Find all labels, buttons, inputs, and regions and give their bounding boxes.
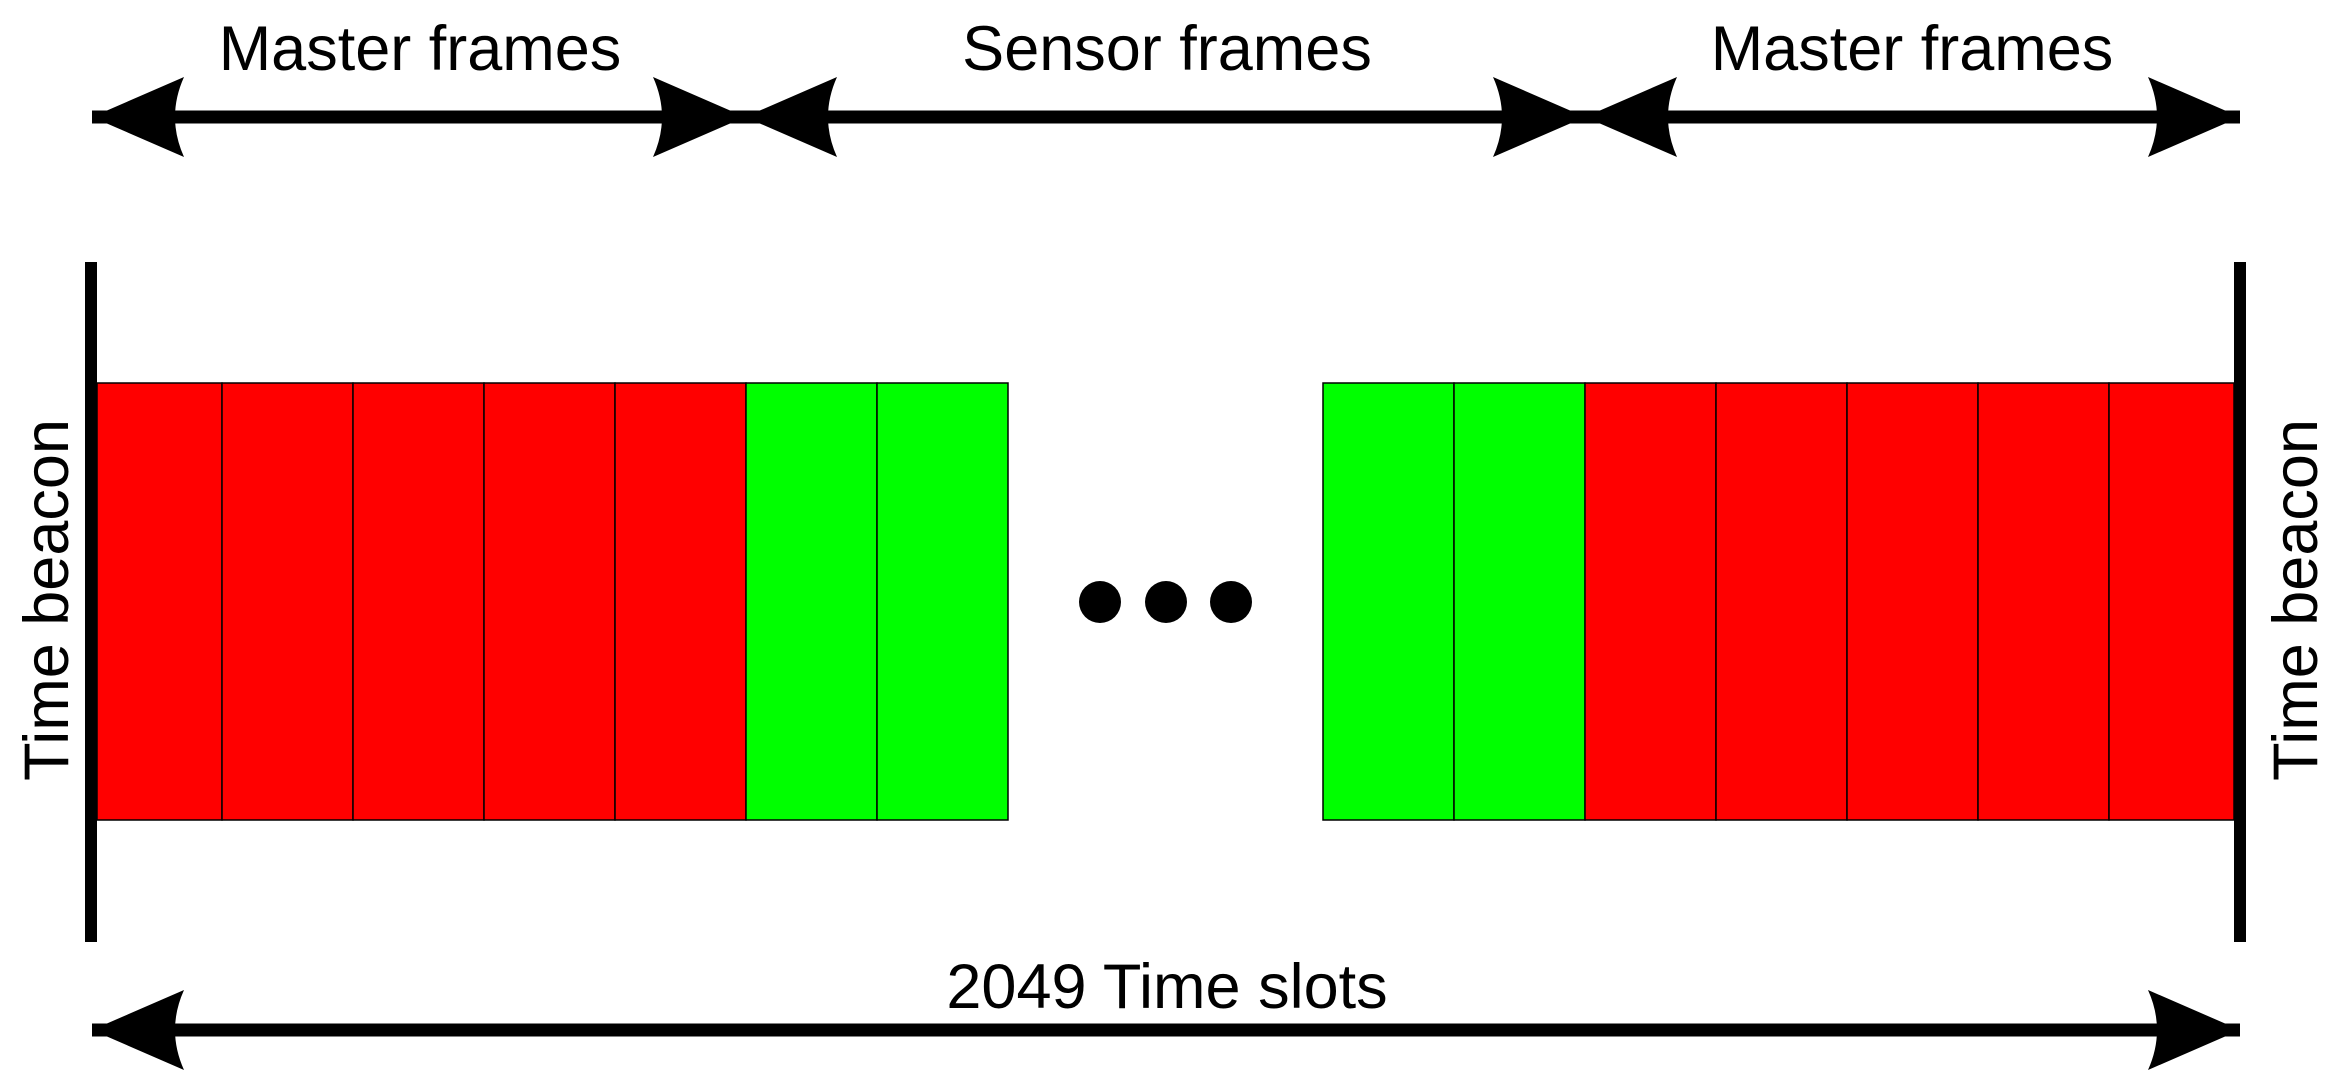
ellipsis-dot [1145,581,1187,623]
right-time-beacon-bar [2234,262,2246,942]
ellipsis-dot [1079,581,1121,623]
ellipsis-dots [1079,581,1252,623]
sensor-slot [745,382,878,821]
master-slot [483,382,616,821]
ellipsis-dot [1210,581,1252,623]
master-frames-left-label: Master frames [219,14,622,84]
master-slot [352,382,485,821]
master-slot [221,382,354,821]
sensor-slot [1322,382,1455,821]
sensor-slot [876,382,1009,821]
time-slots-label: 2049 Time slots [946,952,1387,1022]
left-slot-group [96,382,1009,821]
master-slot [614,382,747,821]
master-slot [1846,382,1979,821]
left-time-beacon-bar [85,262,97,942]
master-slot [1584,382,1717,821]
master-slot [96,382,223,821]
sensor-slot [1453,382,1586,821]
right-slot-group [1322,382,2235,821]
sensor-frames-label: Sensor frames [962,14,1372,84]
master-frames-right-label: Master frames [1711,14,2114,84]
time-beacon-right-label: Time beacon [2261,419,2331,781]
master-slot [2108,382,2235,821]
master-slot [1715,382,1848,821]
time-beacon-left-label: Time beacon [12,419,82,781]
master-slot [1977,382,2110,821]
